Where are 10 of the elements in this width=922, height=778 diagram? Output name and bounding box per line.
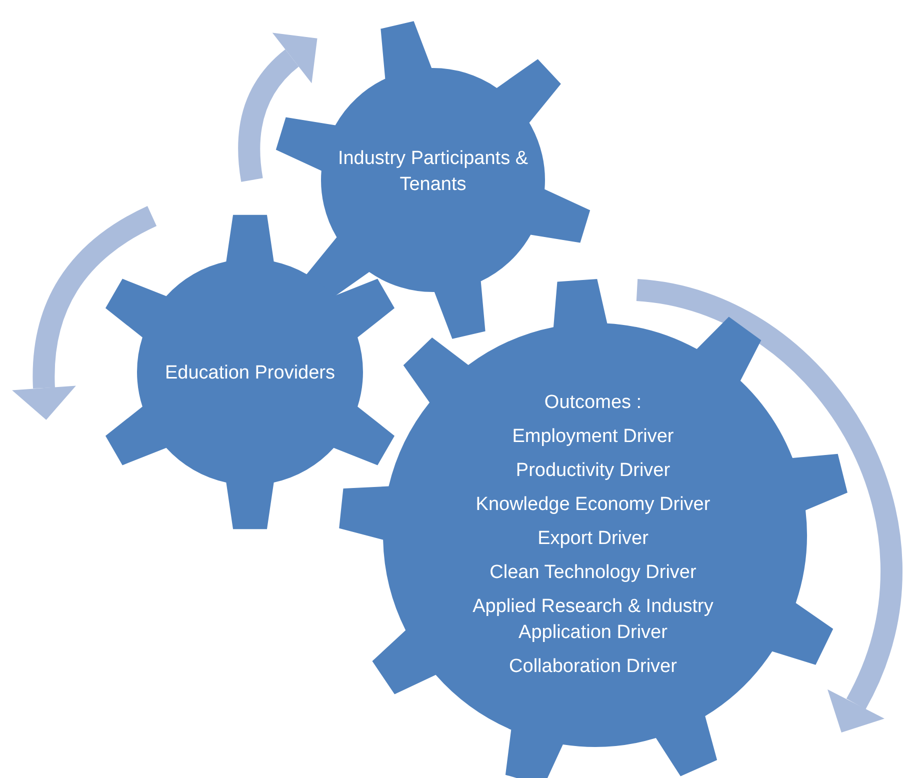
gear-label: Productivity Driver — [516, 459, 670, 483]
gear-label: Industry Participants & Tenants — [336, 147, 530, 197]
gear-label: Employment Driver — [512, 425, 674, 449]
gear-label: Knowledge Economy Driver — [476, 493, 710, 517]
gear-label: Outcomes : — [544, 391, 642, 415]
gear-label: Export Driver — [538, 527, 648, 551]
gear-label: Collaboration Driver — [509, 655, 677, 679]
gear-label: Education Providers — [164, 362, 336, 386]
gear-label: Applied Research & Industry Application Driver — [472, 595, 714, 645]
gear-label: Clean Technology Driver — [490, 561, 696, 585]
